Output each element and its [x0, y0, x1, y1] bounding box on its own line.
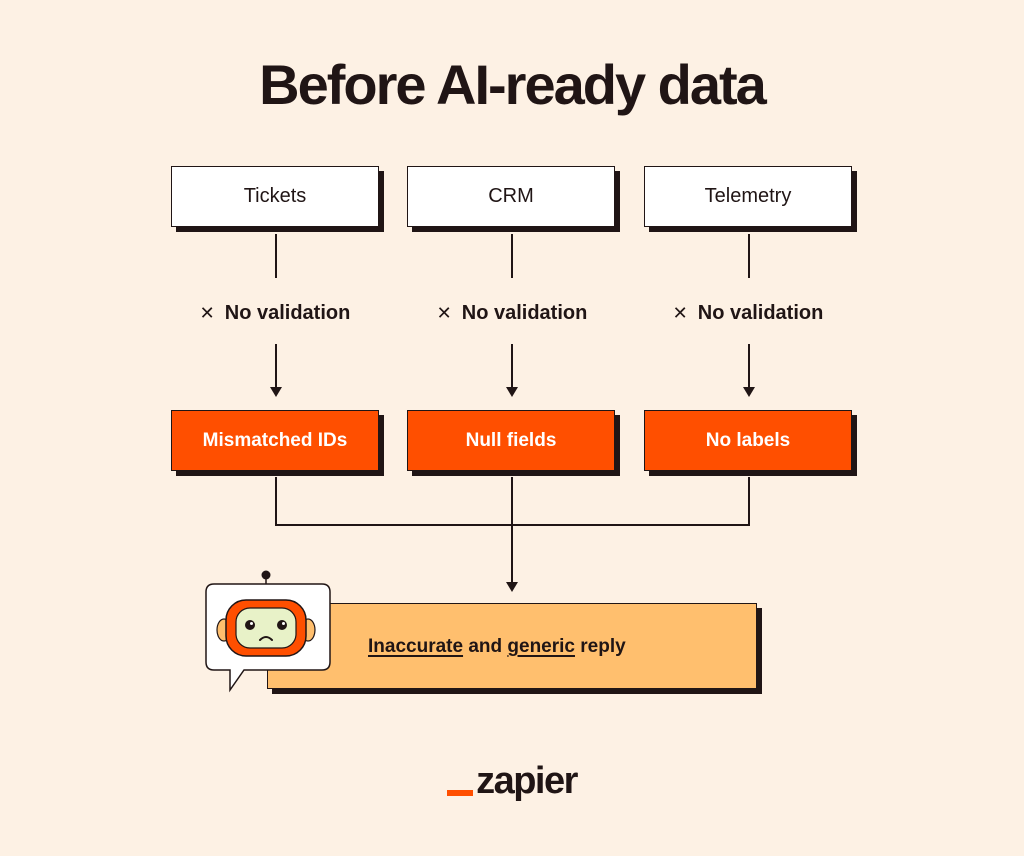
source-box-telemetry: Telemetry [644, 166, 852, 227]
arrow-down-icon [506, 387, 518, 397]
validation-text: No validation [461, 301, 588, 324]
connector-line [275, 344, 277, 388]
connector-line [275, 477, 277, 525]
connector-line [511, 234, 513, 278]
x-icon: ✕ [199, 302, 215, 323]
reply-box: Inaccurate and generic reply [267, 603, 757, 689]
connector-line [511, 477, 513, 583]
reply-connector: and [463, 636, 508, 657]
validation-label-crm: ✕ No validation [392, 298, 632, 328]
issue-label: No labels [705, 429, 791, 451]
arrow-down-icon [270, 387, 282, 397]
reply-word-inaccurate: Inaccurate [368, 636, 464, 657]
source-label: Tickets [243, 185, 307, 207]
arrow-down-icon [743, 387, 755, 397]
merge-line [275, 524, 750, 526]
issue-label: Mismatched IDs [202, 429, 348, 451]
source-box-tickets: Tickets [171, 166, 379, 227]
validation-text: No validation [697, 301, 824, 324]
source-label: Telemetry [704, 185, 792, 207]
connector-line [748, 477, 750, 525]
reply-tail: reply [574, 636, 626, 657]
page-title: Before AI-ready data [259, 53, 767, 116]
connector-line [275, 234, 277, 278]
validation-label-tickets: ✕ No validation [155, 298, 395, 328]
validation-text: No validation [224, 301, 351, 324]
reply-text: Inaccurate and generic reply [368, 604, 626, 690]
x-icon: ✕ [672, 302, 688, 323]
sad-robot-icon [205, 570, 331, 693]
zapier-logo: zapier [0, 760, 1024, 803]
issue-box-null-fields: Null fields [407, 410, 615, 471]
issue-label: Null fields [465, 429, 557, 451]
validation-label-telemetry: ✕ No validation [628, 298, 868, 328]
source-label: CRM [488, 185, 534, 207]
connector-line [748, 234, 750, 278]
connector-line [748, 344, 750, 388]
connector-line [511, 344, 513, 388]
issue-box-no-labels: No labels [644, 410, 852, 471]
reply-word-generic: generic [507, 636, 575, 657]
x-icon: ✕ [436, 302, 452, 323]
source-box-crm: CRM [407, 166, 615, 227]
arrow-down-icon [506, 582, 518, 592]
logo-wordmark: zapier [476, 760, 578, 802]
logo-underscore [447, 789, 474, 796]
issue-box-mismatched-ids: Mismatched IDs [171, 410, 379, 471]
